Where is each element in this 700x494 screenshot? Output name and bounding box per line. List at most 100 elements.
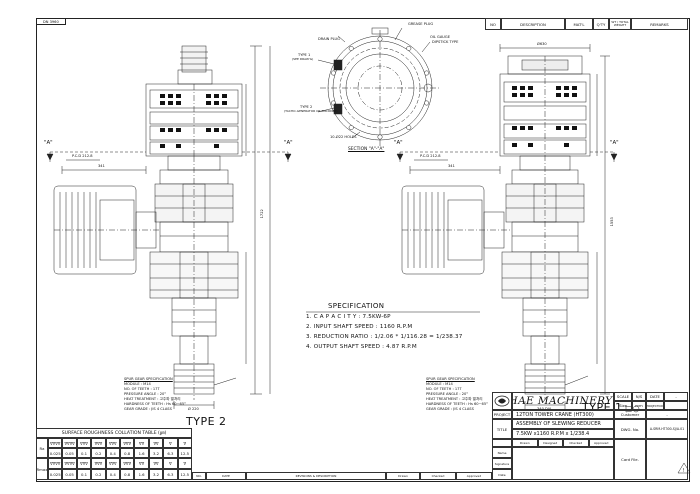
roughness-ra: 0.05 [62, 469, 77, 480]
gear-spec-line: HEAT TREATMENT : 고주파 열처리 [426, 397, 483, 401]
roughness-row-rmax: Rmax [36, 458, 48, 480]
roughness-symbol: ∇∇∇ [105, 458, 120, 469]
roughness-symbol: ∇ [163, 438, 178, 448]
spec-line-4: 4. OUTPUT SHAFT SPEED : 4.87 R.P.M [306, 344, 417, 350]
sign-row: Date [492, 469, 512, 480]
holes-label: 10-Ø22 HOLES [330, 135, 357, 139]
drawing-sheet-border [36, 18, 690, 482]
spec-line-3: 3. REDUCTION RATIO : 1/2.06 * 1/116.28 =… [306, 334, 463, 340]
oil-gauge-label: OIL GAUGE [430, 35, 450, 39]
dim-220-left: Ø 220 [188, 407, 199, 411]
pcd-label-right: P.C.D 212.8 [420, 154, 441, 158]
rev-col-drawn: Drawn [386, 472, 420, 480]
roughness-symbol: ∇∇∇ [91, 438, 106, 448]
dwg-no-value: A-SRM-HT300-SJ/A-01 [646, 419, 688, 439]
drain-plug-label: DRAIN PLUG [318, 37, 340, 41]
right-assembly-view [396, 44, 618, 409]
dim-1722: 1722 [259, 209, 264, 219]
gear-spec-line: HEAT TREATMENT : 고주파 열처리 [124, 397, 181, 401]
type-2-caption: TYPE 2 [186, 415, 227, 428]
gear-spec-line: PRESSURE ANGLE : 20° [124, 392, 167, 396]
roughness-symbol: ∇∇ [134, 458, 149, 469]
roughness-symbol: ∇∇∇∇ [62, 438, 77, 448]
roughness-ra: 3.2 [148, 469, 164, 480]
sign-col: Designed [537, 439, 563, 447]
grease-plug-label: GREASE PLUG [408, 22, 434, 26]
roughness-symbol: ∇∇∇ [120, 438, 135, 448]
sheet-stamp: DN 3960 [43, 19, 59, 24]
roughness-ra: 12.5 [177, 469, 192, 480]
roughness-ra: 0.4 [105, 469, 120, 480]
projection-symbol-cell [664, 401, 688, 410]
project-label: PROJECT [492, 410, 512, 419]
sign-corner [492, 439, 512, 447]
roughness-symbol: ∇∇∇∇ [48, 458, 63, 469]
roughness-symbol: ∇ [177, 458, 192, 469]
rev-col-date: DATE [206, 472, 246, 480]
sign-row: Name [492, 447, 512, 458]
company-name: SA HAE MACHINERY CO. [512, 392, 614, 410]
sign-col: Checked [563, 439, 589, 447]
gear-spec-line: MODULE : M14 [124, 382, 151, 386]
company-logo [492, 392, 512, 410]
roughness-symbol: ∇∇∇ [91, 458, 106, 469]
roughness-symbol: ∇∇∇ [120, 458, 135, 469]
roughness-symbol: ∇∇∇ [105, 438, 120, 448]
roughness-title: SURFACE ROUGHNESS COLLATION TABLE (㎛) [36, 428, 192, 438]
roughness-ra: 1.6 [134, 469, 149, 480]
title-block: SA HAE MACHINERY CO. SCALE N/S DATE - Si… [492, 392, 688, 480]
spec-line-1: 1. C A P A C I T Y : 7.5KW-6P [306, 314, 391, 320]
gear-spec-line: HARDNESS OF TEETH : Hs 60~65° [426, 402, 488, 406]
revision-footer: NO. DATE REVISIONS & DESCRIPTION Drawn C… [192, 472, 492, 480]
roughness-value: 6.3 [163, 448, 178, 458]
section-marker-right: "A" [394, 140, 403, 146]
customer-label: Customer [614, 410, 646, 419]
section-marker-left: "A" [44, 140, 53, 146]
roughness-ra: 0.2 [91, 469, 106, 480]
customer-value: - [646, 410, 688, 419]
roughness-value: 0.025 [48, 448, 63, 458]
col-remarks: REMARKS [631, 18, 688, 30]
date-label: DATE [646, 392, 664, 401]
roughness-value: 0.4 [105, 448, 120, 458]
roughness-symbol: ∇∇∇ [76, 458, 92, 469]
roughness-ra: 6.3 [163, 469, 178, 480]
roughness-ra: 0.1 [76, 469, 92, 480]
gear-spec-left: SPUR GEAR SPECIFICATION MODULE : M14 NO.… [124, 377, 194, 418]
surface-roughness-table: SURFACE ROUGHNESS COLLATION TABLE (㎛) Ra… [36, 428, 192, 480]
sign-col: Drawn [512, 439, 538, 447]
project-value: 12TON TOWER CRANE (HT300) [512, 410, 614, 419]
roughness-symbol: ∇∇∇ [76, 438, 92, 448]
gear-spec-line: GEAR GRADE : JIS 4 CLASS [124, 407, 172, 411]
dipstick-label: DIPSTICK TYPE [432, 40, 459, 44]
type2-label: TYPE 2 [300, 105, 313, 109]
gear-spec-right: SPUR GEAR SPECIFICATION MODULE : M14 NO.… [426, 377, 496, 418]
sheet-stamp-box: DN 3960 [36, 18, 66, 25]
left-assembly-view [46, 45, 292, 409]
roughness-symbol: ∇∇∇∇ [62, 458, 77, 469]
rev-col-description: REVISIONS & DESCRIPTION [246, 472, 386, 480]
section-a-a-view [317, 27, 440, 146]
roughness-value: 0.05 [62, 448, 77, 458]
scale-label: SCALE [614, 392, 632, 401]
spec-line-2: 2. INPUT SHAFT SPEED : 1160 R.P.M [306, 324, 413, 330]
card-file-label: Card File. [614, 439, 646, 480]
rev-col-approved: Approved [456, 472, 492, 480]
gear-spec-title: SPUR GEAR SPECIFICATION [426, 377, 475, 381]
size-value: mm [632, 401, 646, 410]
roughness-value: 0.8 [120, 448, 135, 458]
type1-label: TYPE 1 [298, 53, 311, 57]
section-title: SECTION "A"-"A" [348, 147, 385, 152]
col-description: DESCRIPTION [501, 18, 565, 30]
pcd-label-left: P.C.D 212.8 [72, 154, 93, 158]
gear-spec-title: SPUR GEAR SPECIFICATION [124, 377, 173, 381]
gear-spec-line: HARDNESS OF TEETH : Hs 60~65° [124, 402, 186, 406]
roughness-value: 3.2 [148, 448, 164, 458]
col-weight: WT / TOTAL WEIGHT [609, 18, 631, 30]
roughness-symbol: ∇∇ [148, 458, 164, 469]
roughness-symbol: ∇∇ [134, 438, 149, 448]
dim-341-right: 341 [448, 164, 455, 168]
type1-sub-label: (SEE DRAW'G) [292, 57, 314, 61]
gear-spec-line: NO. OF TEETH : 17T [426, 387, 462, 391]
